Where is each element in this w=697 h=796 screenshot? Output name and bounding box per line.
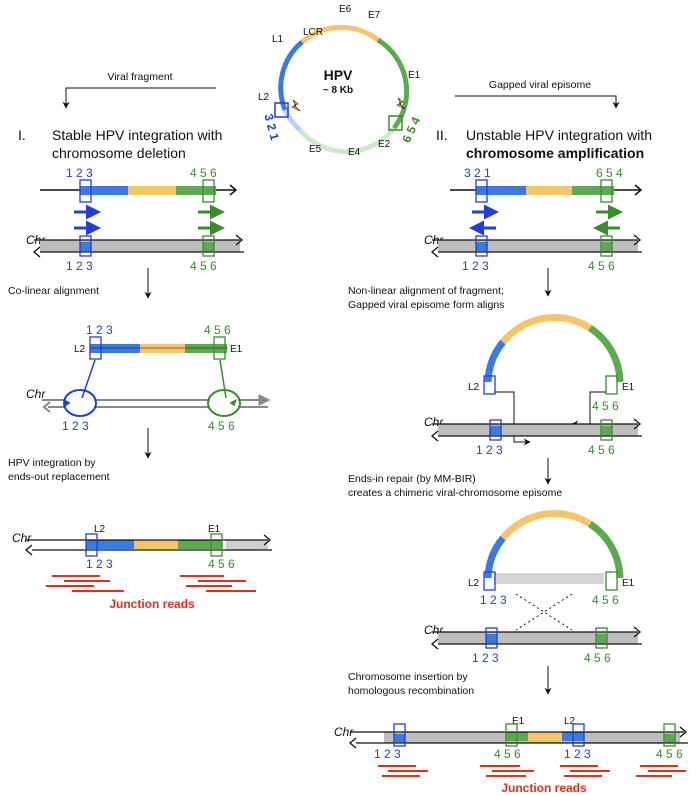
left-step2-line1: HPV integration by <box>8 457 96 469</box>
right-e1-label-c: E1 <box>512 716 525 727</box>
hpv-size: ~ 8 Kb <box>323 85 353 96</box>
label-e6: E6 <box>339 4 352 15</box>
right-nums-456-e: 4 5 6 <box>584 651 611 665</box>
circle-nums-right: 6 5 4 <box>399 114 423 144</box>
left-junction-label: Junction reads <box>109 597 195 611</box>
right-nums-456-c: 4 5 6 <box>588 443 615 457</box>
arrow-viral-fragment <box>62 87 216 109</box>
right-nums-456-a: 4 5 6 <box>588 259 615 273</box>
label-l1: L1 <box>272 34 284 45</box>
left-nums-123-c: 1 2 3 <box>86 323 113 337</box>
right-final-chromosome <box>348 723 688 749</box>
right-nums-654: 6 5 4 <box>596 166 623 180</box>
left-chromosome-1 <box>32 234 244 258</box>
arrow-gapped-episome <box>455 95 620 109</box>
left-integrated-chromosome <box>24 533 272 557</box>
left-nums-456-d: 4 5 6 <box>208 419 235 433</box>
left-e1-label-a: E1 <box>230 344 243 355</box>
left-nums-123-b: 1 2 3 <box>66 259 93 273</box>
left-step1-label: Co-linear alignment <box>8 285 99 297</box>
label-e7: E7 <box>368 10 381 21</box>
circle-nums-left: 3 2 1 <box>261 112 282 142</box>
label-viral-fragment: Viral fragment <box>107 71 172 83</box>
right-episome-arch-2 <box>483 510 624 631</box>
left-nums-123-d: 1 2 3 <box>62 419 89 433</box>
right-nums-123-d: 1 2 3 <box>472 651 499 665</box>
left-chr-label-3: Chr <box>12 531 32 545</box>
right-junction-label: Junction reads <box>501 781 587 795</box>
right-e1-label-a: E1 <box>622 382 635 393</box>
right-chr-label-4: Chr <box>334 725 354 739</box>
hpv-title: HPV <box>324 67 353 83</box>
left-junction-reads <box>46 575 256 592</box>
right-e1-label-b: E1 <box>622 578 635 589</box>
right-episome-arch-1 <box>483 314 624 446</box>
left-e1-label-b: E1 <box>208 524 221 535</box>
label-e4: E4 <box>348 147 361 158</box>
right-step2-line1: Ends-in repair (by MM-BIR) <box>348 473 476 485</box>
right-nums-321: 3 2 1 <box>464 166 491 180</box>
left-heading-1: Stable HPV integration with <box>52 127 222 143</box>
label-lcr: LCR <box>303 27 323 38</box>
right-l2-label-c: L2 <box>564 716 576 727</box>
right-nums-123-b: 1 2 3 <box>476 443 503 457</box>
label-e1: E1 <box>408 70 421 81</box>
right-step1-line1: Non-linear alignment of fragment; <box>348 285 504 297</box>
left-roman: I. <box>18 127 26 143</box>
right-chromosome-1 <box>430 234 642 258</box>
label-gapped-episome: Gapped viral episome <box>489 79 591 91</box>
right-nums-123-f: 1 2 3 <box>564 747 591 761</box>
left-nums-456-a: 4 5 6 <box>190 166 217 180</box>
left-l2-label-a: L2 <box>74 344 86 355</box>
right-nums-123-c: 1 2 3 <box>480 593 507 607</box>
left-nums-456-c: 4 5 6 <box>204 323 231 337</box>
right-nums-123-e: 1 2 3 <box>374 747 401 761</box>
label-e2: E2 <box>378 139 391 150</box>
left-chr-label-2: Chr <box>26 387 46 401</box>
left-step2-line2: ends-out replacement <box>8 471 110 483</box>
right-roman: II. <box>436 127 448 143</box>
right-junction-reads <box>378 765 686 777</box>
right-heading-2: chromosome amplification <box>466 145 644 161</box>
right-nums-456-d: 4 5 6 <box>592 593 619 607</box>
left-chromosome-2 <box>42 389 271 417</box>
left-aligned-fragment <box>81 336 228 399</box>
left-heading-2: chromosome deletion <box>52 145 186 161</box>
right-l2-label-a: L2 <box>468 382 480 393</box>
right-viral-fragment-a <box>450 179 643 203</box>
right-heading-1: Unstable HPV integration with <box>466 127 652 143</box>
right-nums-123-a: 1 2 3 <box>462 259 489 273</box>
left-nums-456-e: 4 5 6 <box>208 557 235 571</box>
left-nums-123-e: 1 2 3 <box>86 557 113 571</box>
right-l2-label-b: L2 <box>468 578 480 589</box>
label-e5: E5 <box>309 144 322 155</box>
label-l2: L2 <box>258 92 270 103</box>
right-step3-line2: homologous recombination <box>348 685 474 697</box>
left-nums-123-a: 1 2 3 <box>66 166 93 180</box>
right-step2-line2: creates a chimeric viral-chromosome epis… <box>348 487 562 499</box>
right-step1-line2: Gapped viral episome form aligns <box>348 299 504 311</box>
right-nums-456-g: 4 5 6 <box>656 747 683 761</box>
right-nums-456-b: 4 5 6 <box>592 399 619 413</box>
left-nums-456-b: 4 5 6 <box>190 259 217 273</box>
hpv-genome-circle <box>274 24 410 155</box>
right-chromosome-3 <box>430 626 642 650</box>
left-l2-label-b: L2 <box>94 524 106 535</box>
left-viral-fragment-a <box>40 179 238 203</box>
right-nums-456-f: 4 5 6 <box>494 747 521 761</box>
right-chromosome-2 <box>430 418 642 442</box>
right-step3-line1: Chromosome insertion by <box>348 671 468 683</box>
